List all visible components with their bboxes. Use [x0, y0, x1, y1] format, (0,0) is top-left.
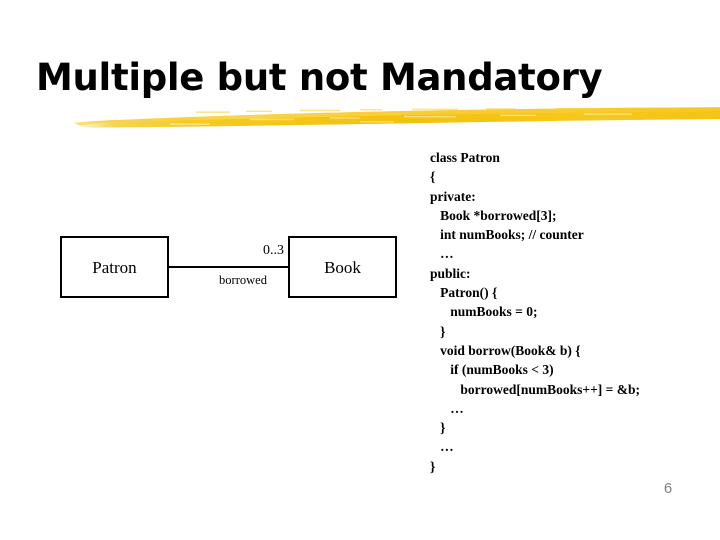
code-line: }: [430, 458, 436, 474]
code-listing: class Patron { private: Book *borrowed[3];…: [430, 148, 715, 476]
code-line: …: [430, 246, 454, 262]
code-line: Book *borrowed[3];: [430, 207, 557, 223]
uml-class-box-book[interactable]: Book: [288, 236, 397, 298]
code-line: if (numBooks < 3): [430, 362, 554, 378]
title-brush-underline: [0, 100, 720, 136]
code-line: …: [430, 400, 464, 416]
code-line: numBooks = 0;: [430, 304, 538, 320]
code-line: …: [430, 439, 454, 455]
code-line: {: [430, 169, 436, 185]
page-title: Multiple but not Mandatory: [36, 56, 603, 99]
uml-role-name-label: borrowed: [219, 273, 267, 287]
uml-class-box-patron[interactable]: Patron: [60, 236, 169, 298]
uml-class-diagram: Patron 0..3 borrowed Book: [50, 228, 410, 310]
brush-stroke-icon: [74, 107, 720, 128]
code-line: Patron() {: [430, 285, 498, 301]
page-number: 6: [663, 480, 673, 497]
uml-class-name-book: Book: [324, 257, 361, 277]
code-line: borrowed[numBooks++] = &b;: [430, 381, 640, 397]
code-line: }: [430, 420, 446, 436]
code-line: public:: [430, 265, 471, 281]
uml-class-name-patron: Patron: [92, 257, 137, 277]
code-line: void borrow(Book& b) {: [430, 342, 581, 358]
uml-association-line: [169, 266, 288, 268]
code-line: }: [430, 323, 446, 339]
code-line: private:: [430, 188, 476, 204]
code-line: class Patron: [430, 150, 500, 165]
uml-multiplicity-label: 0..3: [263, 243, 284, 258]
code-line: int numBooks; // counter: [430, 227, 584, 243]
